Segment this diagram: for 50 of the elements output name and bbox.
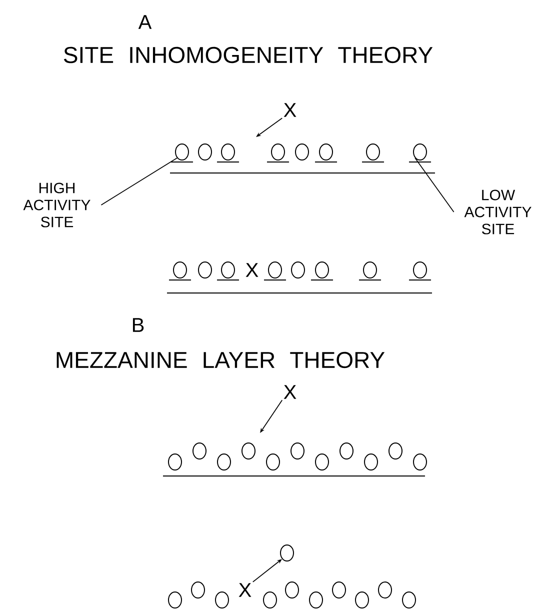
underlined-atom xyxy=(264,262,286,280)
atom-circle xyxy=(263,592,277,608)
leader-line xyxy=(414,158,454,212)
site-label: HIGH ACTIVITY SITE xyxy=(23,182,90,228)
underlined-atom xyxy=(408,262,432,280)
underlined-atom xyxy=(408,144,432,162)
atom-circle xyxy=(290,442,304,460)
panel-title: SITE INHOMOGENEITY THEORY xyxy=(64,46,433,64)
atom-circle xyxy=(198,144,212,160)
atom-circle xyxy=(388,442,402,460)
atom-circle xyxy=(364,454,378,470)
atom-circle xyxy=(309,592,323,608)
leader-line xyxy=(100,158,178,206)
atom-circle xyxy=(192,442,206,460)
underlined-atom xyxy=(170,144,194,162)
panel-title: MEZZANINE LAYER THEORY xyxy=(56,352,385,368)
atom-circle xyxy=(280,544,294,562)
atom-circle xyxy=(285,582,299,598)
atom-circle xyxy=(215,592,229,608)
atom-circle xyxy=(242,442,256,460)
atom-circle xyxy=(378,582,392,598)
atom-circle xyxy=(168,454,182,470)
site-label: LOW ACTIVITY SITE xyxy=(464,190,532,234)
panel-letter: B xyxy=(132,318,144,332)
adsorbate-label: X xyxy=(284,385,296,399)
adsorbate-label: X xyxy=(238,583,252,597)
adsorbate-label: X xyxy=(284,103,296,117)
atom-circle xyxy=(402,592,416,608)
atom-circle xyxy=(315,454,329,470)
underlined-atom xyxy=(266,144,290,162)
atom-circle xyxy=(168,592,182,608)
atom-circle xyxy=(355,592,369,608)
underlined-atom xyxy=(216,262,240,280)
atom-circle xyxy=(191,582,205,598)
atom-circle xyxy=(413,454,427,470)
atom-circle xyxy=(266,454,280,470)
atom-circle xyxy=(198,262,212,278)
underlined-atom xyxy=(358,262,382,280)
underlined-atom xyxy=(362,144,384,162)
underlined-atom xyxy=(314,144,338,162)
underlined-atom xyxy=(168,262,192,280)
underlined-atom xyxy=(216,144,240,162)
panel-letter: A xyxy=(138,15,152,29)
atom-circle xyxy=(340,442,354,460)
atom-circle xyxy=(295,144,309,160)
atom-circle xyxy=(291,262,305,278)
adsorbate-label: X xyxy=(246,263,258,277)
atom-circle xyxy=(332,582,346,598)
underlined-atom xyxy=(310,262,334,280)
atom-circle xyxy=(217,454,231,470)
